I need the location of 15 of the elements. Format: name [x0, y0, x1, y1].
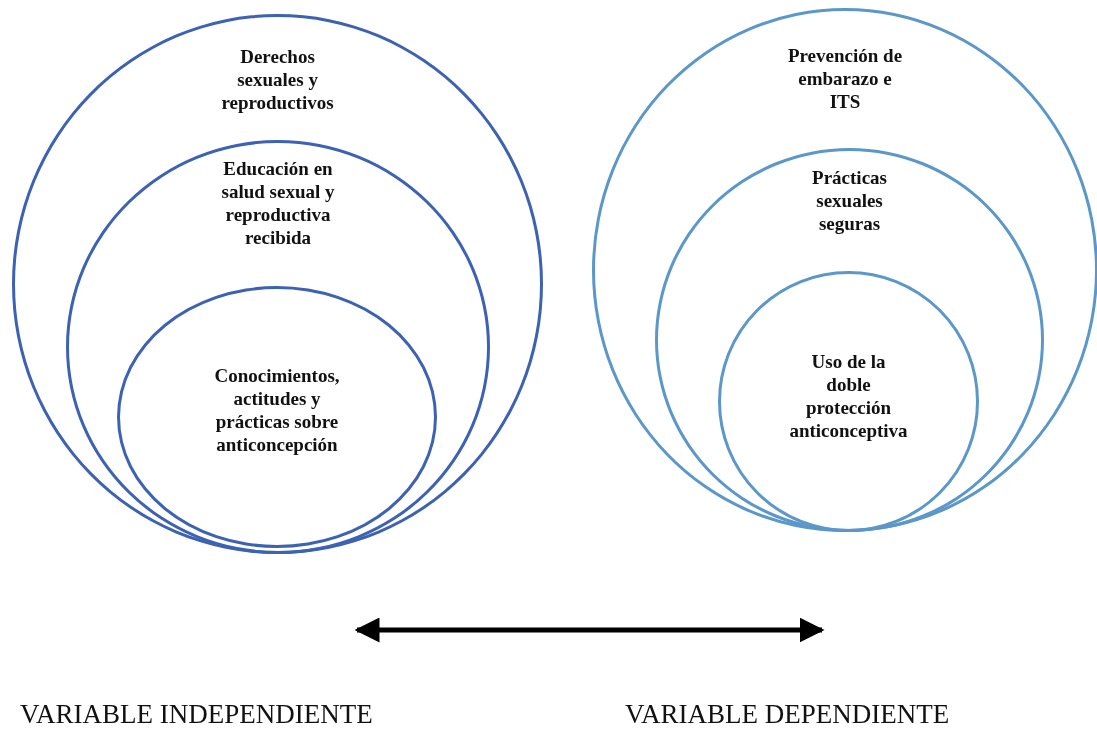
- circle: [592, 8, 1097, 532]
- circle: [117, 286, 437, 548]
- double-arrow: [354, 617, 825, 643]
- circle: [655, 148, 1044, 532]
- circle-label: Derechos sexuales y reproductivos: [220, 45, 335, 114]
- circle-label: Educación en salud sexual y reproductiva recibida: [220, 157, 336, 249]
- variable-label: VARIABLE INDEPENDIENTE: [20, 699, 373, 729]
- circle: [718, 271, 979, 532]
- circle-label: Conocimientos, actitudes y prácticas sobre anticoncepción: [213, 364, 341, 456]
- circle: [12, 14, 543, 554]
- variable-label: VARIABLE DEPENDIENTE: [625, 699, 950, 729]
- circle-label: Prevención de embarazo e ITS: [786, 44, 904, 113]
- circle-label: Prácticas sexuales seguras: [811, 166, 888, 235]
- circle-label: Uso de la doble protección anticonceptiva: [788, 350, 909, 442]
- circle: [66, 140, 490, 554]
